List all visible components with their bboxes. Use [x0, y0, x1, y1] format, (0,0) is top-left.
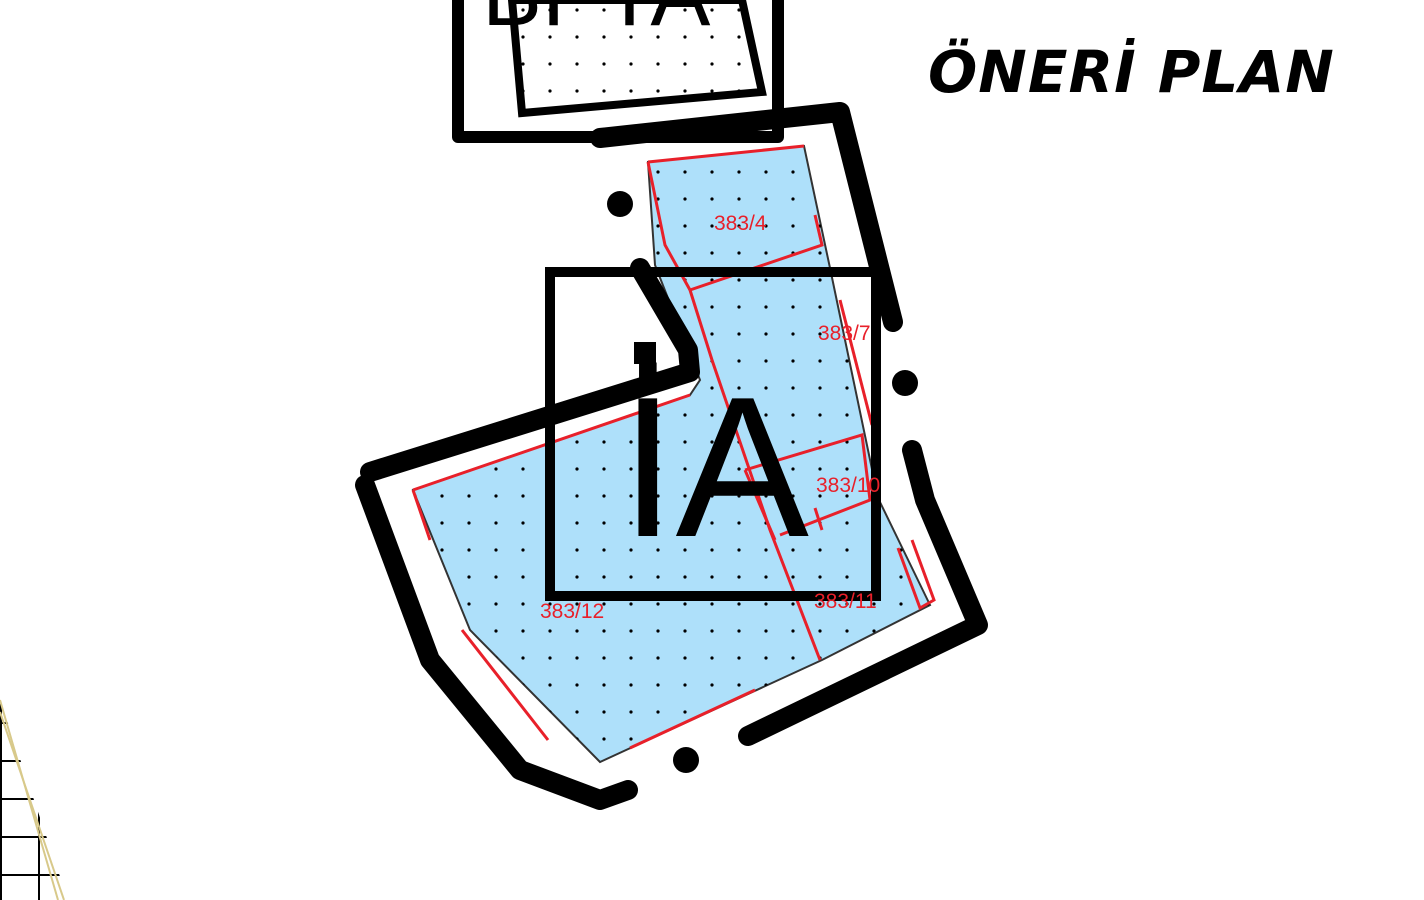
parcel-label-383-12: 383/12	[540, 600, 604, 623]
marker-dot	[607, 191, 633, 217]
marker-dot	[892, 370, 918, 396]
parcel-label-383-10: 383/10	[816, 474, 880, 497]
plan-title: ÖNERİ PLAN	[928, 38, 1335, 106]
parcel-label-383-7: 383/7	[818, 322, 871, 345]
outer-boundary	[355, 102, 988, 810]
hatched-area	[0, 699, 68, 900]
marker-dot	[673, 747, 699, 773]
top-zone-label: BPTA	[482, 0, 710, 45]
parcel-label-383-11: 383/11	[814, 590, 877, 613]
parcel-label-383-4: 383/4	[714, 212, 767, 235]
